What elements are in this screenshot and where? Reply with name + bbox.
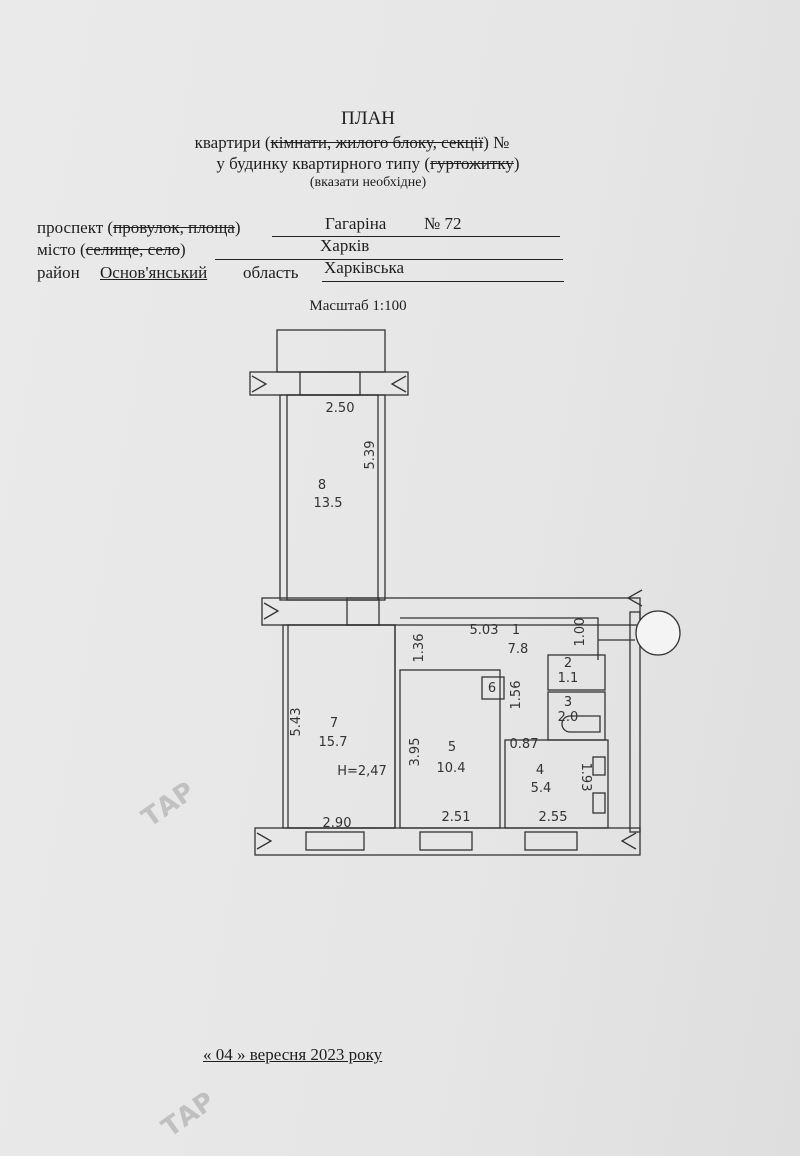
- balcony: [276, 329, 386, 373]
- room-1-number: 1: [512, 623, 520, 638]
- dim-2.90: 2.90: [323, 816, 352, 831]
- room-2-outline: [547, 654, 606, 691]
- room-5-area: 10.4: [437, 761, 466, 776]
- dim-1.00: 1.00: [573, 618, 588, 647]
- room-3-number: 3: [564, 695, 572, 710]
- room-8-area: 13.5: [314, 496, 343, 511]
- dim-1.36: 1.36: [412, 634, 427, 663]
- city-label: місто (селище, село): [37, 240, 186, 259]
- room-4-number: 4: [536, 763, 544, 778]
- region-label: область: [243, 263, 299, 282]
- scale-label: Масштаб 1:100: [309, 298, 407, 314]
- room-4-outline: [504, 739, 609, 829]
- dim-2.51: 2.51: [442, 810, 471, 825]
- header-line-2: у будинку квартирного типу (гуртожитку): [216, 154, 520, 173]
- room-5-outline: [399, 669, 501, 829]
- document-date: « 04 » вересня 2023 року: [203, 1045, 383, 1064]
- dim-5.03: 5.03: [470, 623, 499, 638]
- dim-3.95: 3.95: [408, 738, 423, 767]
- header-note: (вказати необхідне): [309, 175, 427, 190]
- dim-2.50: 2.50: [326, 401, 355, 416]
- street-value: Гагаріна: [325, 214, 387, 233]
- dim-5.39: 5.39: [363, 441, 378, 470]
- dim-2.55: 2.55: [539, 810, 568, 825]
- room-2-number: 2: [564, 656, 572, 671]
- room-6-outline: [481, 676, 505, 700]
- plan-title: ПЛАН: [340, 108, 396, 129]
- room-4-area: 5.4: [531, 781, 552, 796]
- room-2-area: 1.1: [558, 671, 579, 686]
- room-3-area: 2.0: [558, 710, 579, 725]
- street-label: проспект (провулок, площа): [37, 218, 241, 237]
- house-number: № 72: [424, 214, 462, 233]
- header-line-1: квартири (кімнати, жилого блоку, секції)…: [194, 133, 510, 152]
- wall-top: [249, 371, 409, 396]
- dim-1.56: 1.56: [509, 681, 524, 710]
- room-6-number: 6: [488, 681, 496, 696]
- district-label: район: [37, 263, 80, 282]
- region-value: Харківська: [324, 258, 405, 277]
- room-1-area: 7.8: [508, 642, 529, 657]
- dim-1.93: 1.93: [578, 763, 593, 792]
- dim-0.87: 0.87: [510, 737, 539, 752]
- wall-right: [629, 611, 641, 833]
- city-value: Харків: [320, 236, 370, 255]
- ceiling-height: H=2,47: [337, 764, 387, 779]
- dim-5.43: 5.43: [289, 708, 304, 737]
- district-value: Основ'янський: [100, 263, 208, 282]
- room-8-number: 8: [318, 478, 326, 493]
- room-7-area: 15.7: [319, 735, 348, 750]
- room-7-number: 7: [330, 716, 338, 731]
- room-5-number: 5: [448, 740, 456, 755]
